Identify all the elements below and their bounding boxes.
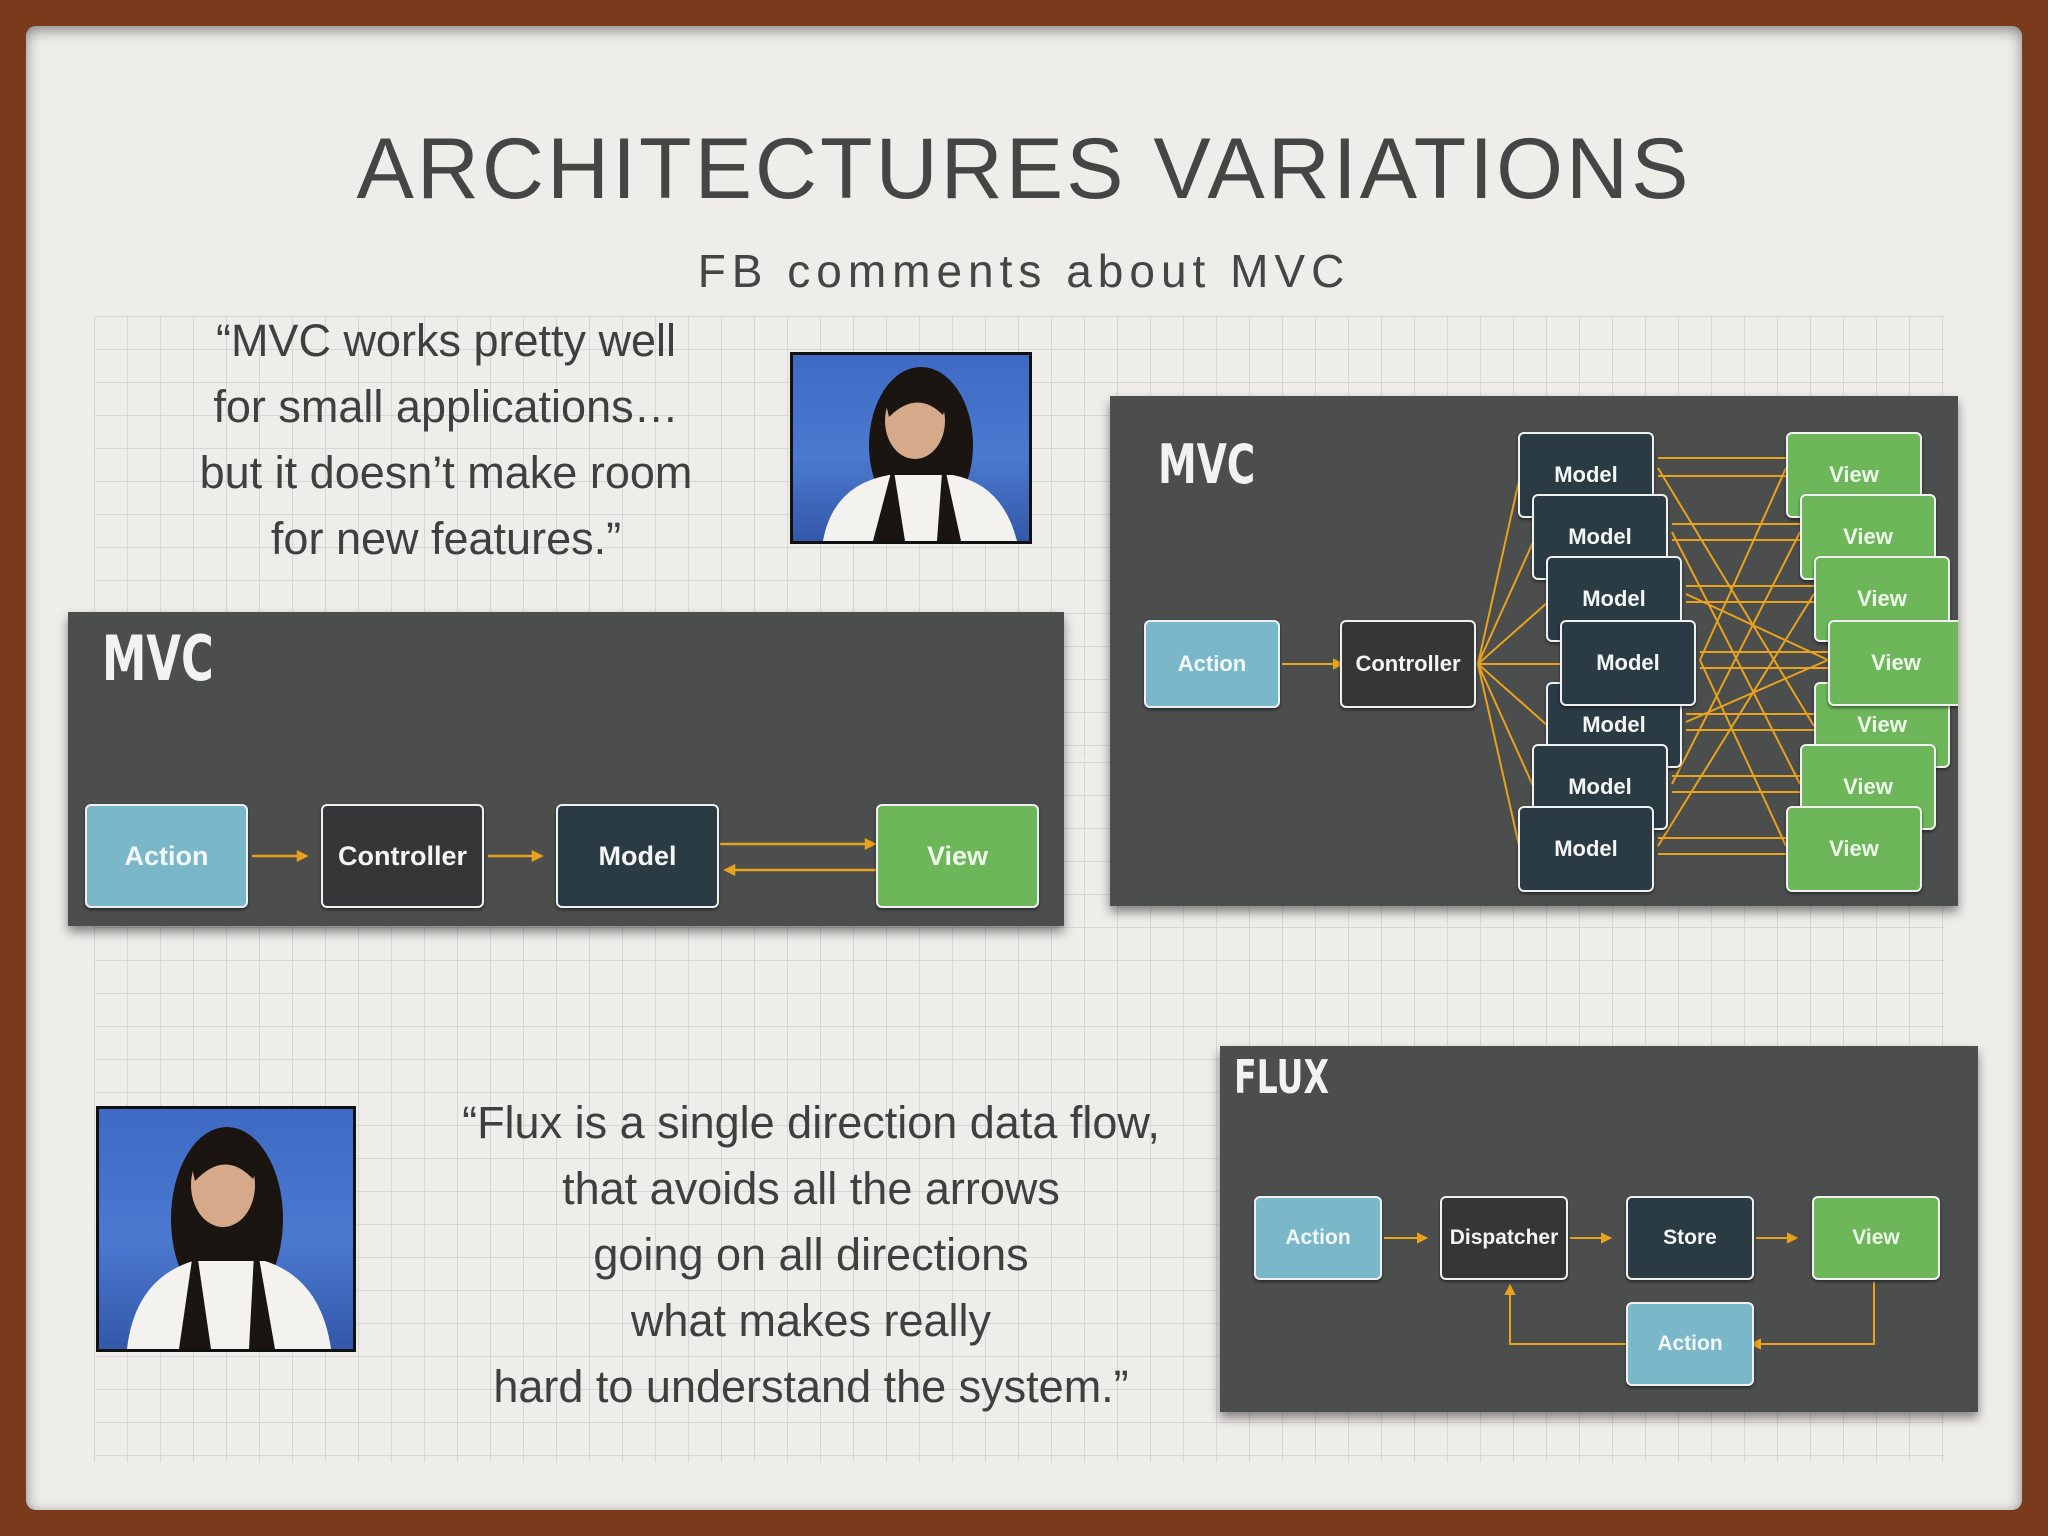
- diagram-title: FLUX: [1234, 1050, 1329, 1104]
- flux-diagram: FLUX Action Dispatcher Store View Action: [1220, 1046, 1978, 1412]
- quote-line: that avoids all the arrows: [562, 1163, 1060, 1214]
- mvc-quote: “MVC works pretty well for small applica…: [116, 308, 776, 572]
- flux-arrows: [1384, 1232, 1875, 1350]
- model-node: Model: [556, 804, 719, 908]
- action-node: Action: [1254, 1196, 1382, 1280]
- flux-quote: “Flux is a single direction data flow, t…: [396, 1090, 1226, 1420]
- view-node: View: [876, 804, 1039, 908]
- speaker-photo-bottom: [96, 1106, 356, 1352]
- view-node: View: [1812, 1196, 1940, 1280]
- slide-title: ARCHITECTURES VARIATIONS: [356, 121, 1692, 217]
- action-node: Action: [85, 804, 248, 908]
- model-node: Model: [1560, 620, 1696, 706]
- diagram-title: MVC: [102, 622, 214, 695]
- model-node: Model: [1518, 806, 1654, 892]
- mvc-complex-diagram: MVC: [1110, 396, 1958, 906]
- action-bottom-node: Action: [1626, 1302, 1754, 1386]
- slide-subtitle: FB comments about MVC: [697, 245, 1351, 297]
- action-node: Action: [1144, 620, 1280, 708]
- person-photo-icon: [127, 1127, 331, 1349]
- speaker-photo-top: [790, 352, 1032, 544]
- quote-line: “MVC works pretty well: [215, 315, 677, 366]
- quote-line: “Flux is a single direction data flow,: [462, 1097, 1160, 1148]
- controller-node: Controller: [1340, 620, 1476, 708]
- mvc-complex-arrows: [1282, 457, 1829, 855]
- quote-line: hard to understand the system.”: [493, 1361, 1129, 1412]
- quote-line: for new features.”: [270, 513, 622, 564]
- quote-line: what makes really: [630, 1295, 992, 1346]
- diagram-title: MVC: [1158, 433, 1256, 496]
- mvc-simple-diagram: MVC Action Controller Model View: [68, 612, 1064, 926]
- mvc-simple-arrows: [252, 837, 880, 877]
- quote-line: but it doesn’t make room: [199, 447, 693, 498]
- dispatcher-node: Dispatcher: [1440, 1196, 1568, 1280]
- quote-line: going on all directions: [593, 1229, 1029, 1280]
- view-node: View: [1786, 806, 1922, 892]
- slide: ARCHITECTURES VARIATIONS FB comments abo…: [26, 26, 2022, 1510]
- quote-line: for small applications…: [213, 381, 679, 432]
- controller-node: Controller: [321, 804, 484, 908]
- person-photo-icon: [823, 367, 1017, 541]
- view-node: View: [1828, 620, 1958, 706]
- store-node: Store: [1626, 1196, 1754, 1280]
